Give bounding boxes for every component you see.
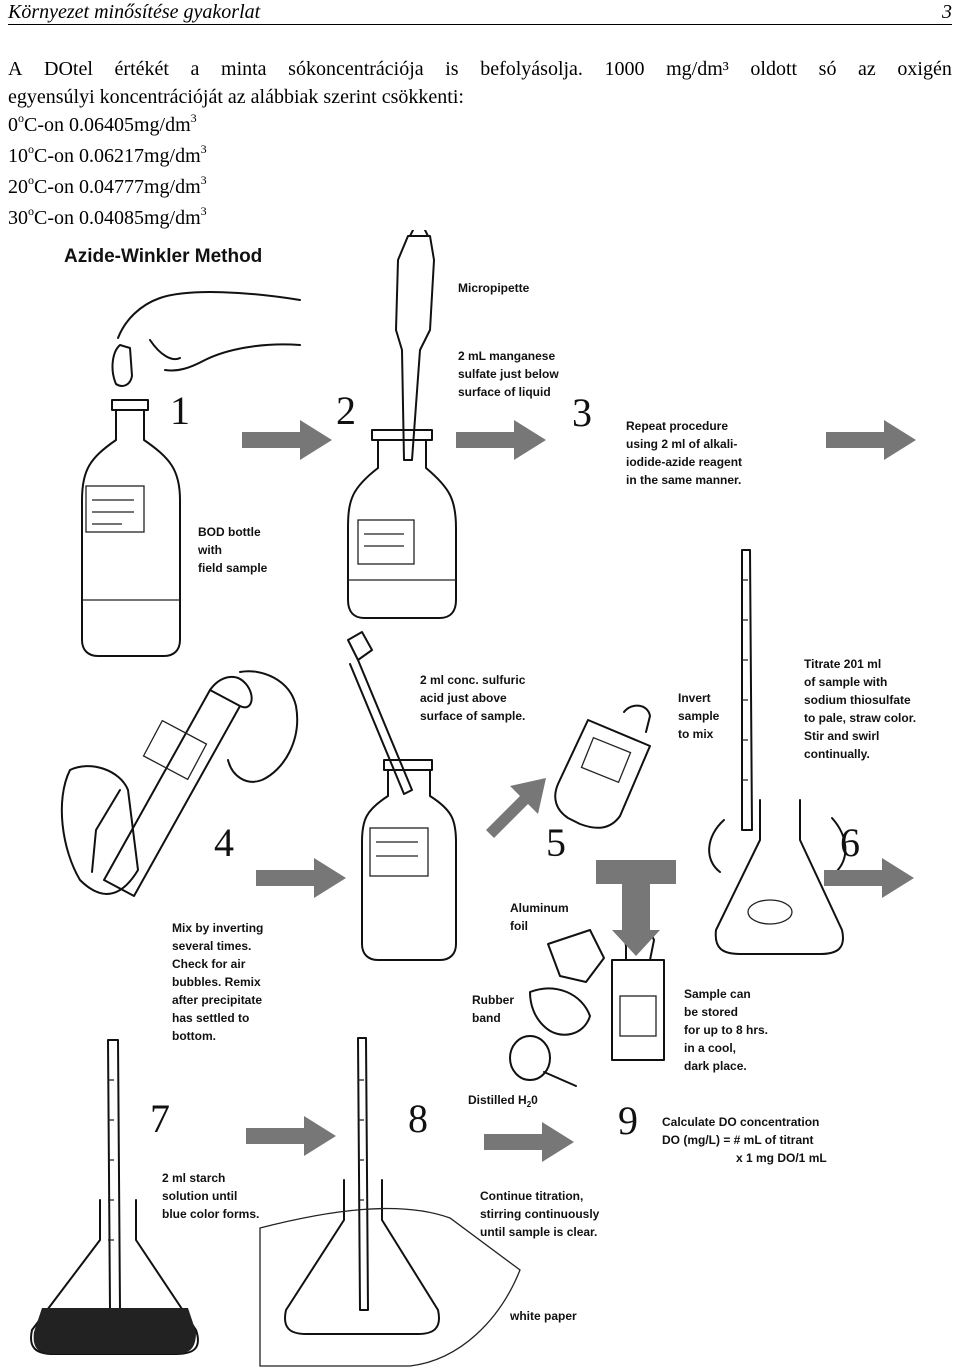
arrow-diagonal (486, 778, 546, 838)
aluminum-label: Aluminum foil (510, 901, 572, 933)
intro-word: oxigén (897, 58, 952, 80)
degree-mark: o (18, 111, 24, 125)
do-value: 0.06405mg/dm (69, 114, 191, 136)
header-title: Környezet minősítése gyakorlat (8, 1, 261, 23)
page-number: 3 (942, 1, 952, 23)
starch-label: 2 ml starch solution until blue color fo… (162, 1171, 259, 1221)
temp-unit: C-on (34, 207, 74, 229)
continue-label: Continue titration, stirring continuousl… (480, 1189, 603, 1239)
intro-word: értékét (114, 58, 169, 80)
distilled-label: Distilled H20 (468, 1093, 538, 1109)
step-number: 9 (618, 1098, 638, 1143)
intro-word: só (818, 58, 837, 80)
exponent: 3 (200, 173, 207, 187)
arrow-right-7 (484, 1122, 574, 1162)
mix-label: Mix by inverting several times. Check fo… (172, 921, 267, 1043)
temperature-row: 10oC-on 0.06217mg/dm3 (8, 141, 207, 172)
step-number: 6 (840, 820, 860, 865)
storage-illustration (509, 929, 665, 1087)
degree-mark: o (28, 204, 34, 218)
step-number: 1 (170, 388, 190, 433)
rubber-band-label: Rubber band (472, 993, 517, 1025)
step-number: 7 (150, 1096, 170, 1141)
temperature-row: 20oC-on 0.04777mg/dm3 (8, 172, 207, 203)
temp-unit: C-on (34, 145, 74, 167)
figure-title: Azide-Winkler Method (64, 246, 262, 267)
intro-word: minta (221, 58, 267, 80)
invert-label: Invert sample to mix (678, 691, 723, 741)
step-number: 2 (336, 388, 356, 433)
intro-word: DOtel (44, 58, 93, 80)
temperature-row: 0oC-on 0.06405mg/dm3 (8, 110, 207, 141)
intro-word: oldott (750, 58, 798, 80)
arrow-right-3 (826, 420, 916, 460)
temp-unit: C-on (34, 176, 74, 198)
step-number: 5 (546, 820, 566, 865)
exponent: 3 (190, 111, 197, 125)
step-number: 4 (214, 820, 234, 865)
do-value: 0.04777mg/dm (79, 176, 201, 198)
arrow-right-5 (824, 858, 914, 898)
exponent: 3 (200, 142, 207, 156)
arrow-right-6 (246, 1116, 336, 1156)
calc-label: Calculate DO concentration DO (mg/L) = #… (662, 1115, 827, 1165)
exponent: 3 (200, 204, 207, 218)
step7-illustration (30, 1039, 199, 1355)
step4b-illustration (347, 631, 457, 961)
intro-line-2: egyensúlyi koncentrációját az alábbiak s… (8, 86, 464, 108)
temperature-list: 0oC-on 0.06405mg/dm3 10oC-on 0.06217mg/d… (8, 110, 207, 234)
intro-word: sókoncentrációja (288, 58, 424, 80)
micropipette-label: Micropipette (458, 281, 530, 295)
degree-mark: o (28, 173, 34, 187)
step-number: 8 (408, 1096, 428, 1141)
t-arrow (596, 860, 676, 956)
step2-label: 2 mL manganese sulfate just below surfac… (458, 349, 562, 399)
intro-line-1: A DOtel értékét a minta sókoncentrációja… (8, 55, 952, 83)
arrow-right-2 (456, 420, 546, 460)
titrate-label: Titrate 201 ml of sample with sodium thi… (804, 657, 919, 761)
temp-value: 0 (8, 114, 18, 136)
step1-label: BOD bottle with field sample (197, 525, 268, 575)
step3-label: Repeat procedure using 2 ml of alkali- i… (626, 419, 745, 487)
temp-value: 30 (8, 207, 28, 229)
do-value: 0.06217mg/dm (79, 145, 201, 167)
temp-value: 10 (8, 145, 28, 167)
temp-value: 20 (8, 176, 28, 198)
intro-word: az (858, 58, 876, 80)
temp-unit: C-on (24, 114, 64, 136)
acid-label: 2 ml conc. sulfuric acid just above surf… (420, 673, 529, 723)
intro-word: befolyásolja. (480, 58, 583, 80)
step4-illustration (60, 670, 299, 897)
step8-illustration (259, 1037, 521, 1367)
page-header: Környezet minősítése gyakorlat 3 (8, 0, 952, 25)
white-paper-label: white paper (509, 1309, 577, 1323)
step2-illustration (347, 230, 457, 619)
intro-word: 1000 (604, 58, 645, 80)
arrow-right-1 (242, 420, 332, 460)
invert-bottle-illustration (554, 704, 651, 829)
intro-word: A (8, 58, 23, 80)
intro-word: a (190, 58, 200, 80)
step6-illustration (708, 549, 847, 955)
intro-paragraph: A DOtel értékét a minta sókoncentrációja… (8, 55, 952, 111)
stored-label: Sample can be stored for up to 8 hrs. in… (684, 987, 771, 1073)
intro-word: mg/dm³ (666, 58, 729, 80)
step-number: 3 (572, 390, 592, 435)
temperature-row: 30oC-on 0.04085mg/dm3 (8, 203, 207, 234)
step-numbers: 1 2 3 4 5 6 7 8 9 (150, 388, 860, 1143)
arrows (242, 420, 916, 1162)
degree-mark: o (28, 142, 34, 156)
do-value: 0.04085mg/dm (79, 207, 201, 229)
intro-word: is (445, 58, 459, 80)
arrow-right-4 (256, 858, 346, 898)
azide-winkler-figure: Azide-Winkler Method (30, 230, 919, 1367)
step1-illustration (81, 291, 301, 657)
